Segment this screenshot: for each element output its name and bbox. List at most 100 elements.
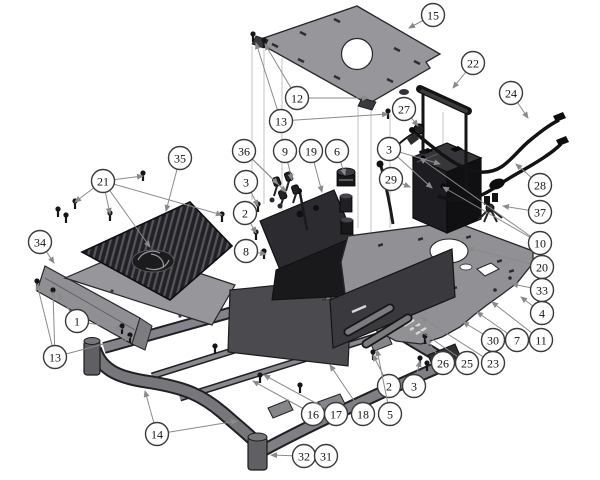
callout-17: 17 — [263, 374, 349, 427]
leader-line-7 — [476, 311, 508, 334]
callout-circle-13 — [42, 344, 68, 370]
callout-number-6: 6 — [334, 145, 340, 159]
callout-circle-9 — [272, 138, 298, 164]
frame-bracket-a — [267, 399, 294, 419]
leader-line-21 — [109, 190, 151, 248]
callout-2: 2 — [232, 200, 258, 234]
support-rod — [343, 303, 413, 349]
leader-line-21 — [74, 187, 95, 203]
leader-line-8 — [257, 250, 267, 257]
callout-number-14: 14 — [151, 428, 163, 442]
callout-circle-8 — [233, 238, 259, 264]
callout-16: 16 — [252, 380, 326, 427]
callout-number-3: 3 — [386, 143, 392, 157]
callout-number-3: 3 — [411, 380, 417, 394]
seat-plate — [251, 5, 442, 111]
leader-line-3 — [415, 360, 422, 375]
deck-grille — [80, 201, 234, 301]
callout-23: 23 — [420, 316, 506, 376]
callout-27: 27 — [391, 96, 419, 127]
callout-5: 5 — [375, 349, 403, 427]
leader-line-3 — [397, 156, 433, 189]
callout-number-33: 33 — [536, 284, 548, 298]
callout-number-34: 34 — [34, 236, 46, 250]
callout-10: 10 — [419, 157, 553, 256]
callout-circle-27 — [391, 96, 417, 122]
callout-number-15: 15 — [427, 9, 439, 23]
leader-line-32 — [270, 452, 293, 459]
callout-4: 4 — [520, 296, 555, 326]
callout-number-27: 27 — [398, 103, 410, 117]
leader-line-14 — [168, 419, 238, 433]
plug-caps — [269, 171, 301, 209]
caster-sleeve-left — [83, 337, 101, 376]
callout-circle-31 — [313, 443, 339, 469]
callout-circle-1 — [64, 308, 90, 334]
leader-line-16 — [252, 380, 304, 409]
callout-number-11: 11 — [535, 334, 547, 348]
seat-hinge-right — [357, 97, 377, 111]
callout-number-23: 23 — [487, 357, 499, 371]
callout-circle-24 — [498, 80, 524, 106]
leader-line-13 — [254, 42, 278, 111]
callout-8: 8 — [233, 238, 267, 264]
callout-number-19: 19 — [305, 145, 317, 159]
callout-circle-25 — [454, 350, 480, 376]
callout-circle-34 — [27, 229, 53, 255]
callout-number-30: 30 — [487, 334, 499, 348]
callout-11: 11 — [491, 301, 554, 353]
callout-number-35: 35 — [174, 152, 186, 166]
leader-line-6 — [340, 161, 346, 176]
leader-line-22 — [452, 71, 467, 89]
callout-33: 33 — [511, 277, 555, 303]
callout-circle-5 — [377, 401, 403, 427]
leader-line-21 — [104, 192, 112, 215]
callout-circle-7 — [504, 327, 530, 353]
callout-circle-29 — [378, 166, 404, 192]
callout-9: 9 — [272, 138, 298, 181]
callout-25: 25 — [412, 325, 480, 376]
leader-line-13 — [50, 291, 57, 346]
leader-line-26 — [425, 338, 437, 354]
callout-number-17: 17 — [330, 408, 342, 422]
callout-circle-18 — [350, 401, 376, 427]
callout-circle-3 — [233, 169, 259, 195]
leader-line-21 — [114, 173, 144, 181]
callout-13: 13 — [35, 283, 131, 370]
leader-line-14 — [143, 390, 155, 424]
leader-line-24 — [517, 102, 529, 119]
leader-line-3 — [250, 192, 259, 207]
callout-26: 26 — [425, 338, 456, 376]
callout-circle-2 — [232, 200, 258, 226]
callout-circle-10 — [527, 230, 553, 256]
callout-circle-13 — [268, 108, 294, 134]
leader-line-25 — [412, 325, 458, 357]
leader-line-17 — [263, 374, 327, 409]
leader-line-5 — [375, 349, 389, 403]
callout-14: 14 — [143, 390, 238, 447]
leader-line-29 — [401, 181, 411, 188]
callout-32: 32 — [270, 443, 317, 469]
leader-line-35 — [164, 168, 178, 212]
battery-cable-positive — [409, 112, 566, 174]
callout-circle-12 — [284, 85, 310, 111]
callout-21: 21 — [74, 168, 223, 248]
callout-number-10: 10 — [534, 237, 546, 251]
callout-circle-4 — [529, 300, 555, 326]
leader-line-28 — [515, 163, 532, 178]
callout-29: 29 — [378, 166, 411, 192]
callout-circle-15 — [420, 2, 446, 28]
callout-circle-3 — [376, 136, 402, 162]
callout-number-2: 2 — [242, 207, 248, 221]
callout-7: 7 — [476, 311, 530, 353]
leader-line-13 — [35, 283, 53, 346]
callout-24: 24 — [498, 80, 529, 119]
leader-line-21 — [113, 183, 223, 217]
callout-circle-23 — [480, 350, 506, 376]
leader-line-12 — [264, 43, 292, 89]
leader-line-23 — [420, 316, 484, 358]
callout-34: 34 — [27, 229, 55, 264]
callout-31: 31 — [313, 443, 339, 469]
